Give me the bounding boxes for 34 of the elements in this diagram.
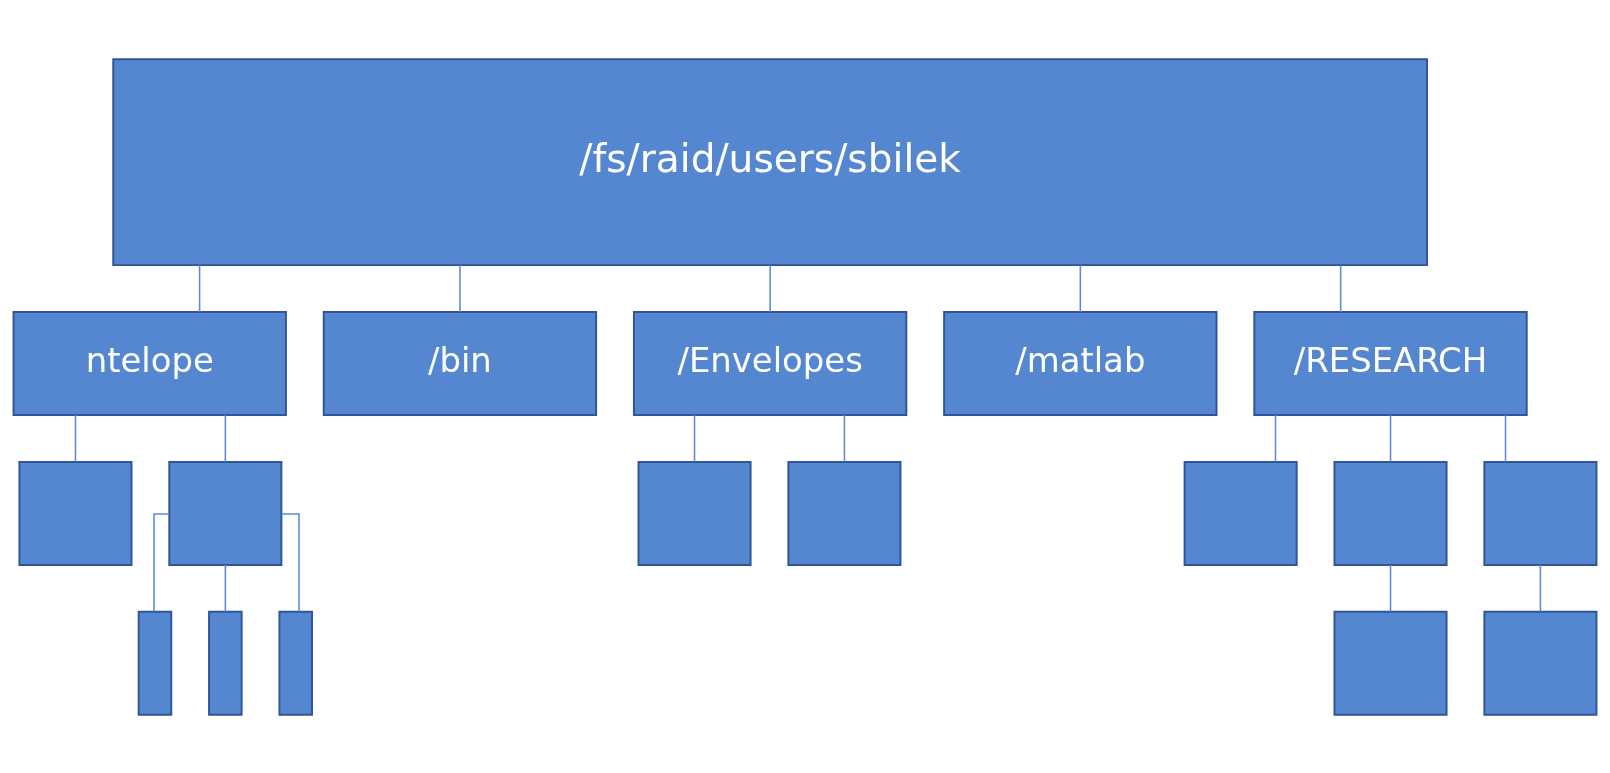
node-box: /fs/raid/users/sbilek xyxy=(112,57,1428,266)
connector xyxy=(1079,263,1082,313)
connector xyxy=(769,263,771,313)
node-box xyxy=(168,460,283,566)
node-box xyxy=(1183,460,1298,566)
connector xyxy=(1339,263,1342,313)
node-box xyxy=(1333,610,1448,716)
node-box: /bin xyxy=(322,310,598,416)
connector xyxy=(198,263,201,313)
node-bar xyxy=(208,610,243,716)
connector xyxy=(153,512,170,612)
connector xyxy=(1274,413,1277,463)
node-box: /matlab xyxy=(943,310,1218,416)
node-bar xyxy=(137,610,173,716)
connector xyxy=(224,413,227,463)
node-box xyxy=(787,460,902,566)
connector xyxy=(1389,413,1392,463)
connector xyxy=(224,563,227,612)
node-box xyxy=(1333,460,1448,566)
connector xyxy=(1539,563,1542,612)
node-box xyxy=(1483,610,1598,716)
node-box: /Envelopes xyxy=(632,310,908,416)
node-box: ntelope xyxy=(12,310,287,416)
connector xyxy=(1389,563,1392,612)
node-box xyxy=(1483,460,1598,566)
node-box xyxy=(637,460,752,566)
connector xyxy=(693,413,696,463)
connector xyxy=(843,413,846,463)
connector xyxy=(1504,413,1507,463)
connector xyxy=(459,263,461,313)
connector xyxy=(74,413,77,463)
node-box: /RESEARCH xyxy=(1253,310,1528,416)
node-bar xyxy=(278,610,313,716)
node-box xyxy=(18,460,133,566)
